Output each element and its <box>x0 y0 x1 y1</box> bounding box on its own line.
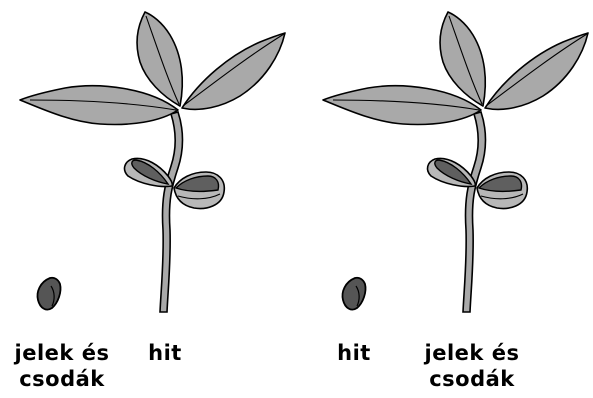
seed-1 <box>38 278 61 310</box>
seedling-plant-1 <box>20 12 285 312</box>
seed-2 <box>343 278 366 310</box>
plant-label-2: hit <box>324 340 384 366</box>
seed-label-2: jelek és csodák <box>412 340 532 392</box>
panel-1 <box>20 12 285 312</box>
panel-2 <box>323 12 588 312</box>
plant-label-1: hit <box>135 340 195 366</box>
seed-label-2-line2: csodák <box>412 366 532 392</box>
seed-label-1: jelek és csodák <box>2 340 122 392</box>
seed-label-1-line2: csodák <box>2 366 122 392</box>
seed-label-1-line1: jelek és <box>2 340 122 366</box>
seedling-plant-2 <box>323 12 588 312</box>
seed-label-2-line1: jelek és <box>412 340 532 366</box>
